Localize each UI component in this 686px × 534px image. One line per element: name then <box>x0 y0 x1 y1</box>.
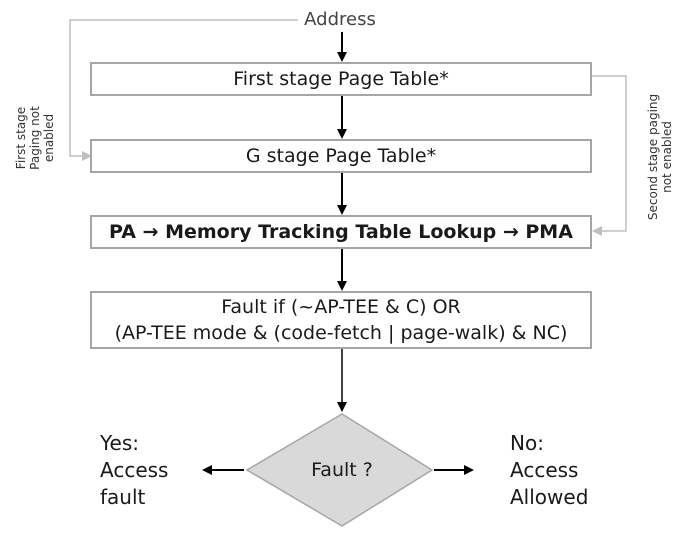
outcome-no-line-3: Allowed <box>510 485 589 509</box>
outcome-no-line-2: Access <box>510 458 579 482</box>
bypass-second-stage-line <box>592 75 627 236</box>
outcome-yes-line-3: fault <box>100 485 146 509</box>
outcome-yes-line-2: Access <box>100 458 169 482</box>
address-label: Address <box>304 9 376 30</box>
second-stage-bypass-line-1: Second stage paging <box>646 93 660 221</box>
fault-rule-line-2: (AP-TEE mode & (code-fetch | page-walk) … <box>114 322 568 344</box>
first-stage-bypass-line-3: enabled <box>42 113 56 163</box>
first-stage-bypass-note: First stage Paging not enabled <box>14 90 58 186</box>
g-stage-page-table-label: G stage Page Table* <box>245 145 437 167</box>
first-stage-page-table-label: First stage Page Table* <box>233 68 449 90</box>
outcome-yes: Yes: Access fault <box>100 430 168 511</box>
second-stage-bypass-note: Second stage paging not enabled <box>646 92 676 222</box>
fault-rule-box: Fault if (~AP-TEE & C) OR (AP-TEE mode &… <box>90 291 592 349</box>
outcome-no: No: Access Allowed <box>510 430 588 511</box>
first-stage-bypass-line-2: Paging not <box>28 106 42 170</box>
bypass-first-stage-line <box>69 19 298 161</box>
first-stage-page-table-box: First stage Page Table* <box>90 62 592 96</box>
fault-rule-line-1: Fault if (~AP-TEE & C) OR <box>221 296 461 318</box>
memory-tracking-table-box: PA → Memory Tracking Table Lookup → PMA <box>90 215 592 249</box>
outcome-yes-line-1: Yes: <box>100 431 140 455</box>
decision-label: Fault ? <box>311 459 373 481</box>
outcome-no-line-1: No: <box>510 431 544 455</box>
g-stage-page-table-box: G stage Page Table* <box>90 139 592 173</box>
second-stage-bypass-line-2: not enabled <box>660 121 674 193</box>
decision-diamond <box>245 413 434 527</box>
memory-tracking-table-label: PA → Memory Tracking Table Lookup → PMA <box>109 221 573 243</box>
first-stage-bypass-line-1: First stage <box>14 106 28 170</box>
